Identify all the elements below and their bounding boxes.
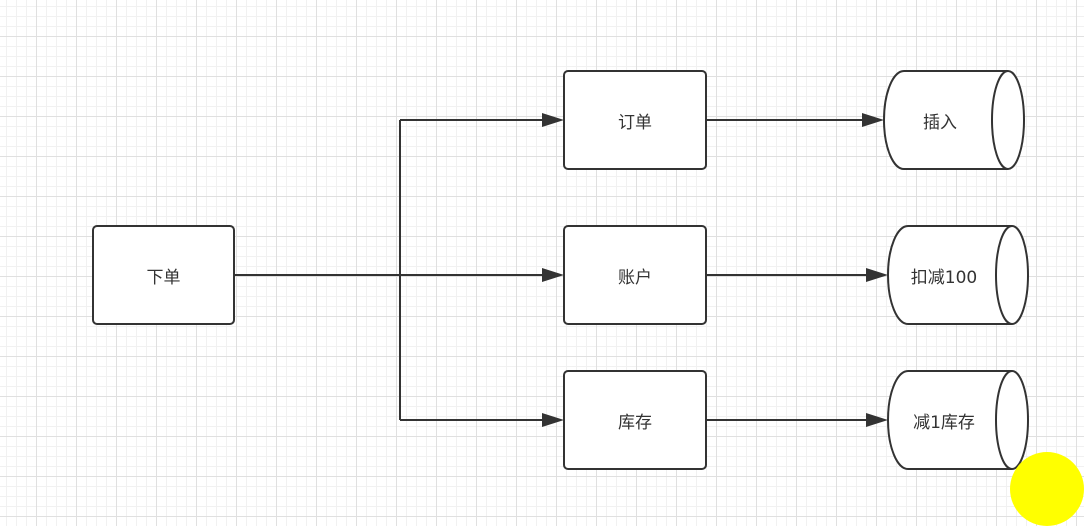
arrow-to-deduct (866, 268, 888, 282)
label-inventory: 库存 (618, 412, 652, 433)
node-place-order-box (92, 225, 235, 325)
node-inventory-box (563, 370, 707, 470)
node-account-box (563, 225, 707, 325)
diagram-svg (92, 70, 1029, 470)
arrow-to-account (542, 268, 564, 282)
cursor-highlight (1010, 452, 1084, 526)
label-place-order: 下单 (146, 267, 181, 288)
db-insert-cylinder-rim (991, 70, 1009, 170)
db-deduct-cylinder-rim (995, 225, 1013, 325)
arrow-to-order (542, 113, 564, 127)
arrow-to-inventory (542, 413, 564, 427)
diagram-canvas: 下单 订单 账户 库存 插入 扣减100 减1库存 (92, 70, 1029, 470)
label-db-reduce-stock: 减1库存 (913, 412, 975, 433)
label-account: 账户 (618, 267, 652, 288)
node-order-box (563, 70, 707, 170)
label-order: 订单 (618, 112, 652, 133)
label-db-deduct: 扣减100 (910, 267, 978, 288)
arrow-to-insert (862, 113, 884, 127)
label-db-insert: 插入 (923, 112, 957, 133)
db-reduce-stock-cylinder-rim (995, 370, 1013, 470)
arrow-to-reduce-stock (866, 413, 888, 427)
